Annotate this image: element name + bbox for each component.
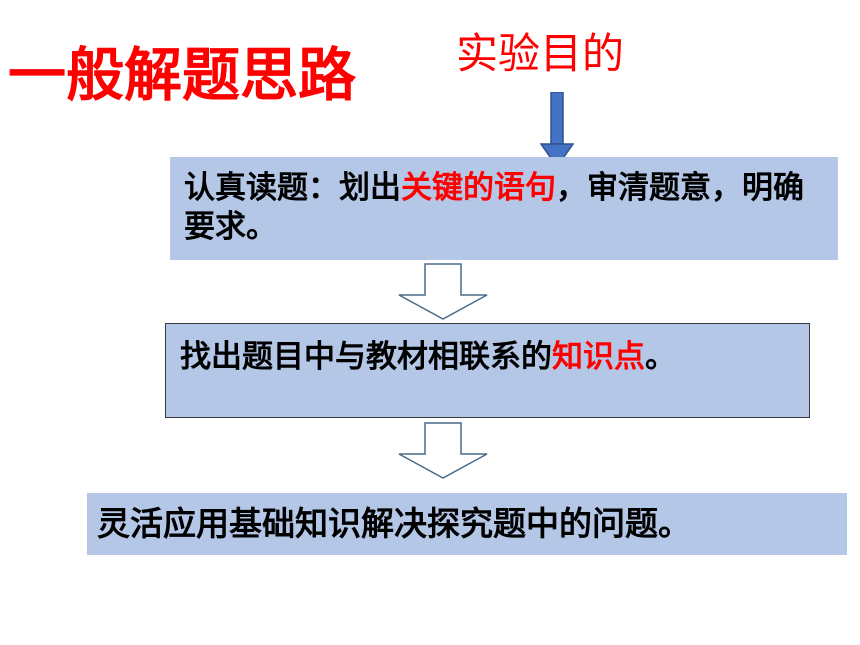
- step-highlight: 关键的语句: [401, 170, 556, 206]
- step-box-read-question: 认真读题：划出关键的语句，审清题意，明确要求。: [170, 157, 838, 260]
- step-box-find-knowledge: 找出题目中与教材相联系的知识点。: [165, 323, 810, 418]
- step-text: 。: [645, 339, 676, 375]
- step-box-apply-knowledge: 灵活应用基础知识解决探究题中的问题。: [87, 493, 847, 555]
- hollow-down-arrow-icon: [398, 263, 488, 320]
- step-text: ，审清题意，明确要求。: [184, 170, 804, 245]
- arrow-down-blue-icon: [540, 92, 574, 168]
- page-title: 一般解题思路: [8, 41, 357, 109]
- step-text: 找出题目中与教材相联系的: [180, 339, 552, 375]
- step-text: 认真读题：划出: [184, 170, 401, 206]
- step-highlight: 知识点: [552, 339, 645, 375]
- hollow-down-arrow-icon: [398, 422, 488, 479]
- step-text: 灵活应用基础知识解决探究题中的问题。: [97, 504, 691, 543]
- annotation-label: 实验目的: [456, 29, 625, 78]
